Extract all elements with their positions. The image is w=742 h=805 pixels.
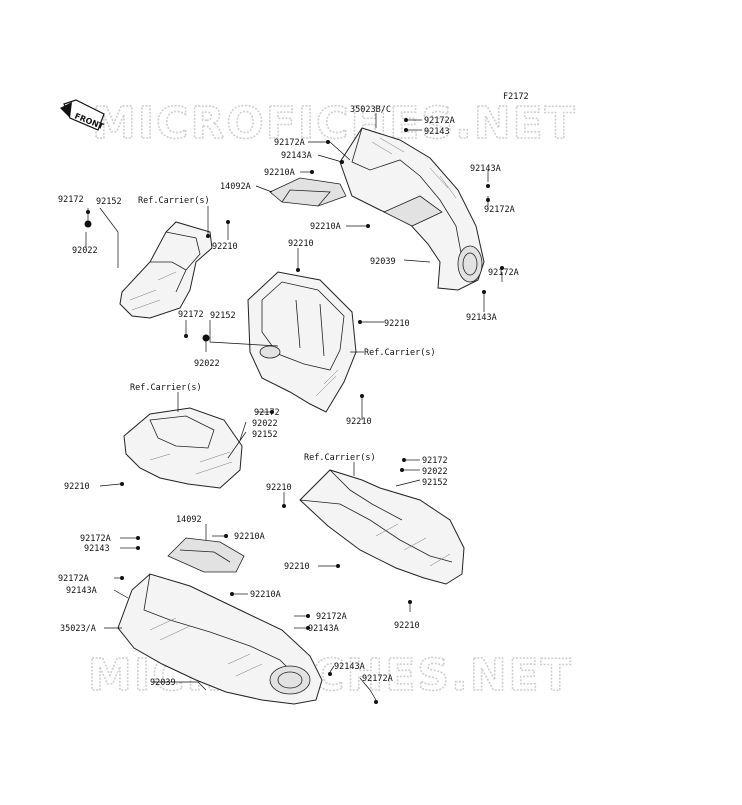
label-92022: 92022 (252, 419, 278, 429)
label-92172a: 92172A (316, 612, 347, 622)
label-92143a: 92143A (470, 164, 501, 174)
label-92143a: 92143A (281, 151, 312, 161)
label-92143: 92143 (84, 544, 110, 554)
rear-fender-upper-part (339, 127, 485, 291)
fastener-dots (84, 118, 504, 704)
label-92172: 92172 (178, 310, 204, 320)
part-labels: 35023B/C 92172A 92143 92172A 92143A 9221… (58, 105, 519, 688)
watermark-top: MICROFICHES.NET (92, 98, 577, 149)
label-92143a: 92143A (466, 313, 497, 323)
left-middle-guard-part (123, 407, 243, 489)
label-92210a: 92210A (264, 168, 295, 178)
label-92210: 92210 (394, 621, 420, 631)
label-92172: 92172 (58, 195, 84, 205)
bracket-14092-part (167, 537, 245, 573)
label-92210: 92210 (384, 319, 410, 329)
label-92210: 92210 (266, 483, 292, 493)
figure-code: F2172 (503, 92, 529, 102)
label-14092a: 14092A (220, 182, 251, 192)
label-92172a: 92172A (488, 268, 519, 278)
label-14092: 14092 (176, 515, 202, 525)
center-storage-box-part (247, 271, 357, 413)
rear-fender-lower-part (117, 573, 323, 705)
label-92039: 92039 (370, 257, 396, 267)
label-92039: 92039 (150, 678, 176, 688)
label-92022: 92022 (422, 467, 448, 477)
label-92210: 92210 (212, 242, 238, 252)
label-92152: 92152 (252, 430, 278, 440)
label-92172a: 92172A (58, 574, 89, 584)
label-92172a: 92172A (274, 138, 305, 148)
label-92152: 92152 (210, 311, 236, 321)
label-92172: 92172 (254, 408, 280, 418)
label-92210: 92210 (64, 482, 90, 492)
label-92210: 92210 (288, 239, 314, 249)
label-ref-carrier: Ref.Carrier(s) (304, 453, 376, 463)
label-92210a: 92210A (234, 532, 265, 542)
label-92172a: 92172A (424, 116, 455, 126)
label-92143: 92143 (424, 127, 450, 137)
leader-lines (85, 113, 503, 701)
label-35023-a: 35023/A (60, 624, 96, 634)
label-92143a: 92143A (308, 624, 339, 634)
label-92210: 92210 (284, 562, 310, 572)
front-arrow-icon: FRONT (60, 99, 105, 132)
label-35023b-c: 35023B/C (350, 105, 391, 115)
bracket-14092a-part (269, 177, 347, 207)
label-92152: 92152 (422, 478, 448, 488)
label-92172a: 92172A (80, 534, 111, 544)
label-ref-carrier: Ref.Carrier(s) (364, 348, 436, 358)
left-upper-guard-part (119, 221, 213, 319)
label-92143a: 92143A (66, 586, 97, 596)
label-92172a: 92172A (362, 674, 393, 684)
label-92143a: 92143A (334, 662, 365, 672)
label-ref-carrier: Ref.Carrier(s) (138, 196, 210, 206)
label-92210a: 92210A (310, 222, 341, 232)
label-92022: 92022 (72, 246, 98, 256)
label-92152: 92152 (96, 197, 122, 207)
label-ref-carrier: Ref.Carrier(s) (130, 383, 202, 393)
label-92172a: 92172A (484, 205, 515, 215)
right-middle-guard-part (299, 469, 465, 585)
label-92210: 92210 (346, 417, 372, 427)
label-92022: 92022 (194, 359, 220, 369)
label-92172: 92172 (422, 456, 448, 466)
label-92210a: 92210A (250, 590, 281, 600)
